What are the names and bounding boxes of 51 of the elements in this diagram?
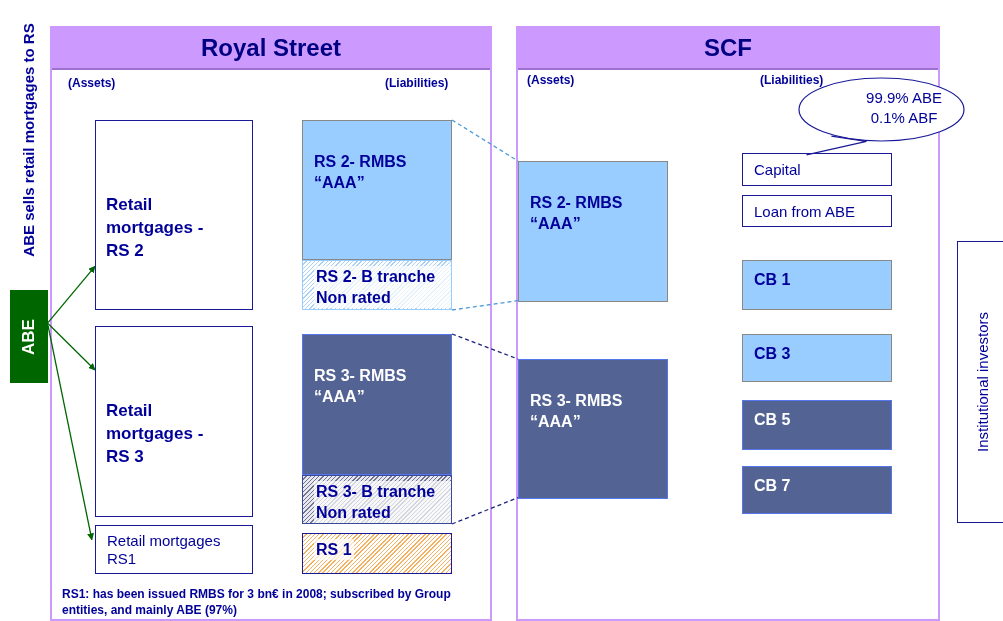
tranche-box bbox=[302, 260, 452, 310]
box-label: CB 7 bbox=[754, 476, 792, 496]
dashed-connector bbox=[451, 496, 519, 525]
investor-box bbox=[957, 241, 1003, 523]
flow-note: ABE sells retail mortgages to RS bbox=[19, 23, 37, 257]
box-label: RS 1 bbox=[314, 539, 354, 560]
arrow bbox=[47, 265, 96, 324]
column-heading: (Liabilities) bbox=[385, 76, 449, 90]
panel-title: Royal Street bbox=[200, 34, 342, 62]
box-label: Retail mortgages - RS 3 bbox=[106, 400, 205, 468]
column-heading: (Liabilities) bbox=[760, 73, 824, 87]
asset-box bbox=[95, 120, 253, 310]
box-label: RS 3- RMBS “AAA” bbox=[314, 366, 408, 407]
footnote: RS1: has been issued RMBS for 3 bn€ in 2008; subscribed by Group entities, and mainly ABE (97%) bbox=[62, 586, 452, 618]
asset-box bbox=[95, 525, 253, 574]
box-label: RS 3- B tranche Non rated bbox=[314, 481, 451, 523]
tranche-box bbox=[518, 359, 668, 499]
tranche-box bbox=[302, 533, 452, 574]
entity-box bbox=[10, 290, 48, 383]
box-label: Loan from ABE bbox=[754, 203, 856, 221]
box-label: CB 1 bbox=[754, 270, 792, 290]
box-label: Capital bbox=[754, 161, 802, 179]
liability-box bbox=[742, 195, 892, 227]
tranche-box bbox=[518, 161, 668, 302]
box-label: RS 2- RMBS “AAA” bbox=[530, 193, 624, 234]
bond-box bbox=[742, 334, 892, 382]
arrow bbox=[47, 322, 96, 371]
liability-box bbox=[742, 153, 892, 186]
tranche-box bbox=[302, 120, 452, 260]
box-label: CB 3 bbox=[754, 344, 792, 364]
bond-box bbox=[742, 400, 892, 450]
tranche-box bbox=[302, 334, 452, 475]
panel-title: SCF bbox=[704, 34, 752, 62]
box-label: Institutional investors bbox=[973, 311, 991, 453]
dashed-connector bbox=[451, 119, 519, 162]
dashed-connector bbox=[451, 299, 519, 311]
box-label: Retail mortgages RS1 bbox=[107, 532, 222, 568]
box-label: RS 2- RMBS “AAA” bbox=[314, 152, 408, 193]
ownership-text: 99.9% ABE 0.1% ABF bbox=[865, 88, 943, 128]
tranche-box bbox=[302, 475, 452, 524]
asset-box bbox=[95, 326, 253, 517]
box-label: RS 2- B tranche Non rated bbox=[314, 266, 451, 308]
box-label: ABE bbox=[19, 318, 39, 355]
box-label: RS 3- RMBS “AAA” bbox=[530, 391, 624, 432]
box-label: Retail mortgages - RS 2 bbox=[106, 194, 205, 262]
column-heading: (Assets) bbox=[68, 76, 116, 90]
column-heading: (Assets) bbox=[527, 73, 575, 87]
bond-box bbox=[742, 466, 892, 514]
arrow bbox=[47, 324, 94, 541]
box-label: CB 5 bbox=[754, 410, 792, 430]
bond-box bbox=[742, 260, 892, 310]
